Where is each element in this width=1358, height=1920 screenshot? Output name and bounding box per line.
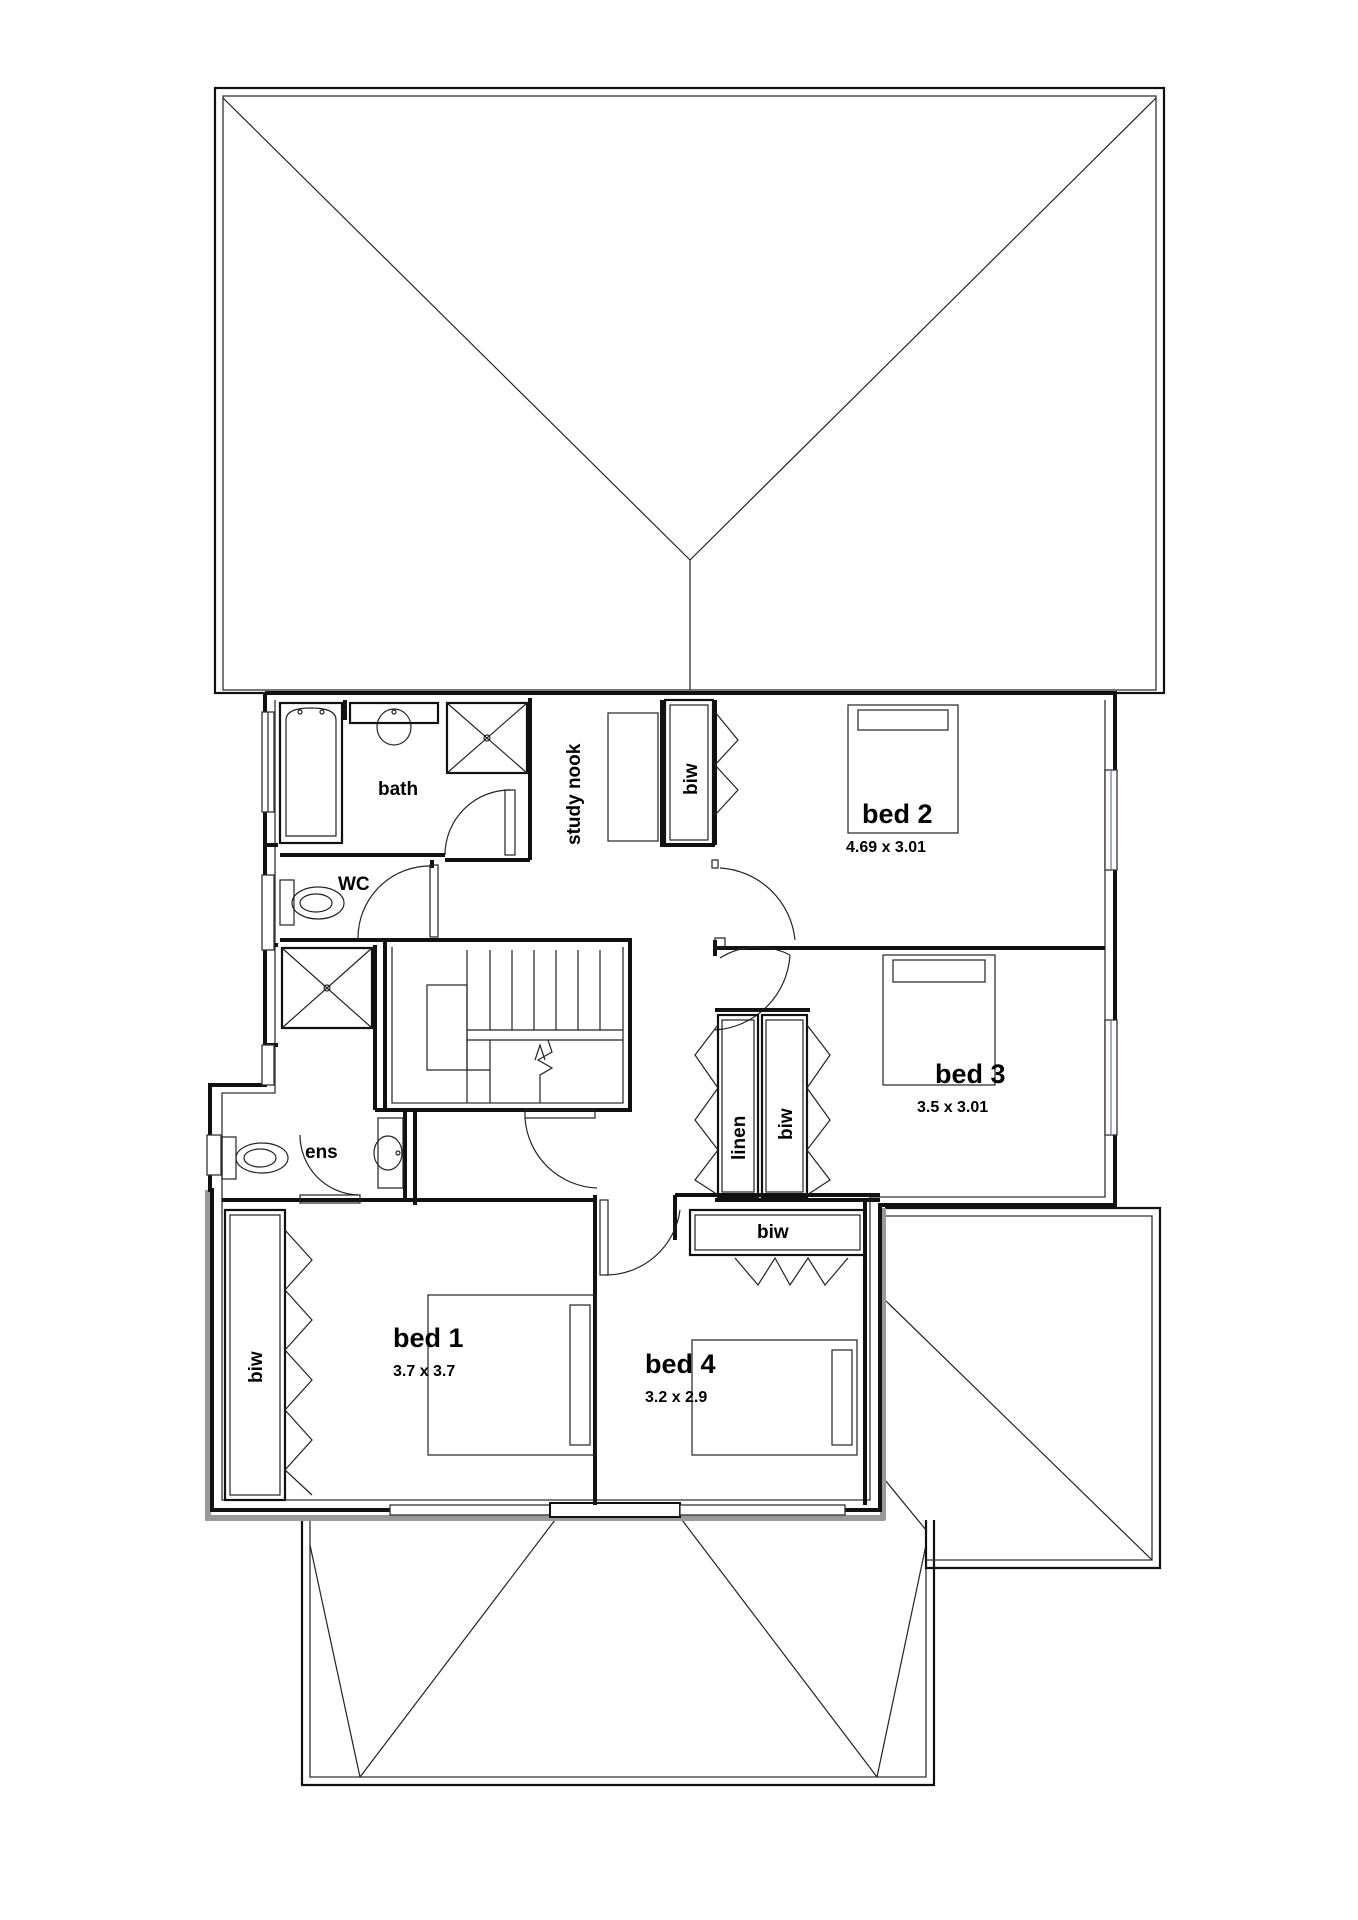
staircase <box>426 950 623 1103</box>
front-roof <box>300 1519 936 1787</box>
bed4-bed <box>691 1339 858 1456</box>
bed3-size: 3.5 x 3.01 <box>917 1099 988 1116</box>
bed4-door <box>599 1199 681 1276</box>
bed3-biw-label: biw <box>776 1108 797 1140</box>
wc-toilet <box>279 879 345 926</box>
interior-walls <box>222 698 1105 1505</box>
ens-toilet <box>221 1136 289 1180</box>
bed3-wardrobe <box>760 1013 831 1199</box>
wc-door <box>357 864 439 939</box>
bed2-bed <box>847 704 959 834</box>
ens-shower <box>280 946 374 1030</box>
bed1-name: bed 1 <box>393 1323 464 1353</box>
linen-cupboard <box>694 1013 760 1199</box>
bath-basin <box>348 701 440 746</box>
side-roof <box>884 1206 1162 1570</box>
windows <box>206 711 1118 1518</box>
bed4-size: 3.2 x 2.9 <box>645 1389 707 1406</box>
bed4-wardrobe <box>688 1208 867 1287</box>
bed3-name: bed 3 <box>935 1059 1006 1089</box>
bed4-name: bed 4 <box>645 1349 716 1379</box>
wall-shadow <box>205 1190 886 1521</box>
bed3-bed <box>882 954 996 1086</box>
bed1-bed <box>427 1294 597 1456</box>
stair-landing-door <box>524 1109 598 1189</box>
bed2-name: bed 2 <box>862 799 933 829</box>
linen-label: linen <box>729 1116 750 1160</box>
bed3-door <box>714 946 791 1031</box>
bed2-wardrobe <box>663 698 739 847</box>
room-labels: bath WC ens study nook biw linen biw biw… <box>246 743 1006 1406</box>
ens-door <box>299 1134 361 1204</box>
bed2-door <box>711 859 796 949</box>
bed2-biw-label: biw <box>681 763 702 795</box>
bathtub <box>278 701 344 845</box>
study-nook-label: study nook <box>564 743 585 845</box>
main-roof <box>213 86 1166 695</box>
wc-label: WC <box>338 874 370 895</box>
ens-label: ens <box>305 1142 338 1163</box>
bath-door <box>444 789 516 856</box>
bed4-biw-label: biw <box>757 1222 789 1243</box>
bed1-wardrobe <box>223 1208 313 1502</box>
study-desk <box>607 712 659 842</box>
bed1-size: 3.7 x 3.7 <box>393 1363 455 1380</box>
bath-shower <box>445 701 529 775</box>
bed2-size: 4.69 x 3.01 <box>846 839 926 856</box>
ens-basin <box>373 1117 404 1189</box>
bath-label: bath <box>378 779 418 800</box>
bed1-biw-label: biw <box>246 1351 267 1383</box>
